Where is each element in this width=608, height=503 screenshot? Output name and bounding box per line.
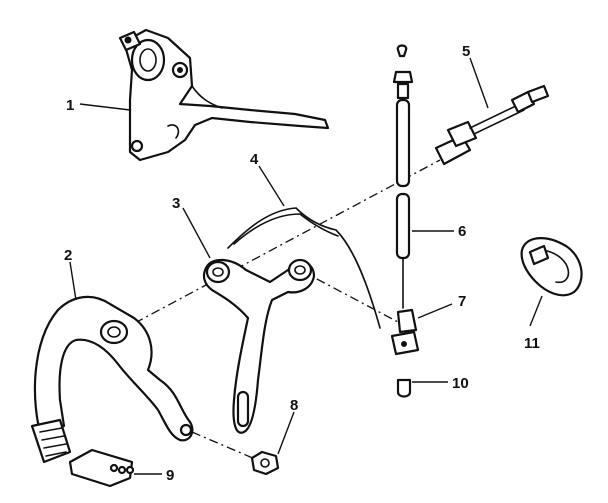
cable-end-cap bbox=[396, 378, 412, 398]
leader-8 bbox=[277, 411, 295, 455]
callout-1: 1 bbox=[66, 97, 74, 114]
callout-7: 7 bbox=[458, 293, 466, 310]
assembly-centerline-main bbox=[117, 159, 441, 333]
hex-nut bbox=[250, 450, 280, 476]
callout-2: 2 bbox=[64, 247, 72, 264]
straddle-cable bbox=[227, 207, 381, 329]
clamp-band bbox=[520, 237, 583, 297]
leader-2 bbox=[69, 261, 77, 301]
callout-3: 3 bbox=[172, 195, 180, 212]
callout-10: 10 bbox=[452, 375, 469, 392]
callout-4: 4 bbox=[250, 151, 259, 168]
callout-5: 5 bbox=[462, 43, 470, 60]
callout-6: 6 bbox=[458, 223, 466, 240]
brake-arm-front bbox=[202, 258, 316, 434]
leader-4 bbox=[258, 165, 285, 207]
leader-11 bbox=[529, 295, 543, 327]
leader-1 bbox=[79, 103, 131, 111]
brake-cable bbox=[392, 44, 414, 309]
leader-5 bbox=[469, 57, 489, 109]
leader-7 bbox=[417, 303, 453, 319]
straddle-cable-inner bbox=[233, 213, 339, 245]
brake-shoe bbox=[68, 448, 135, 488]
leader-3 bbox=[182, 207, 211, 259]
assembly-centerline-bolt bbox=[191, 431, 263, 463]
cable-carrier bbox=[390, 308, 420, 356]
callout-9: 9 bbox=[166, 467, 174, 484]
brake-arm-rear bbox=[30, 295, 194, 464]
cable-adjuster bbox=[434, 84, 550, 166]
brake-lever bbox=[118, 28, 330, 162]
callout-11: 11 bbox=[524, 335, 540, 352]
callout-8: 8 bbox=[290, 397, 298, 414]
